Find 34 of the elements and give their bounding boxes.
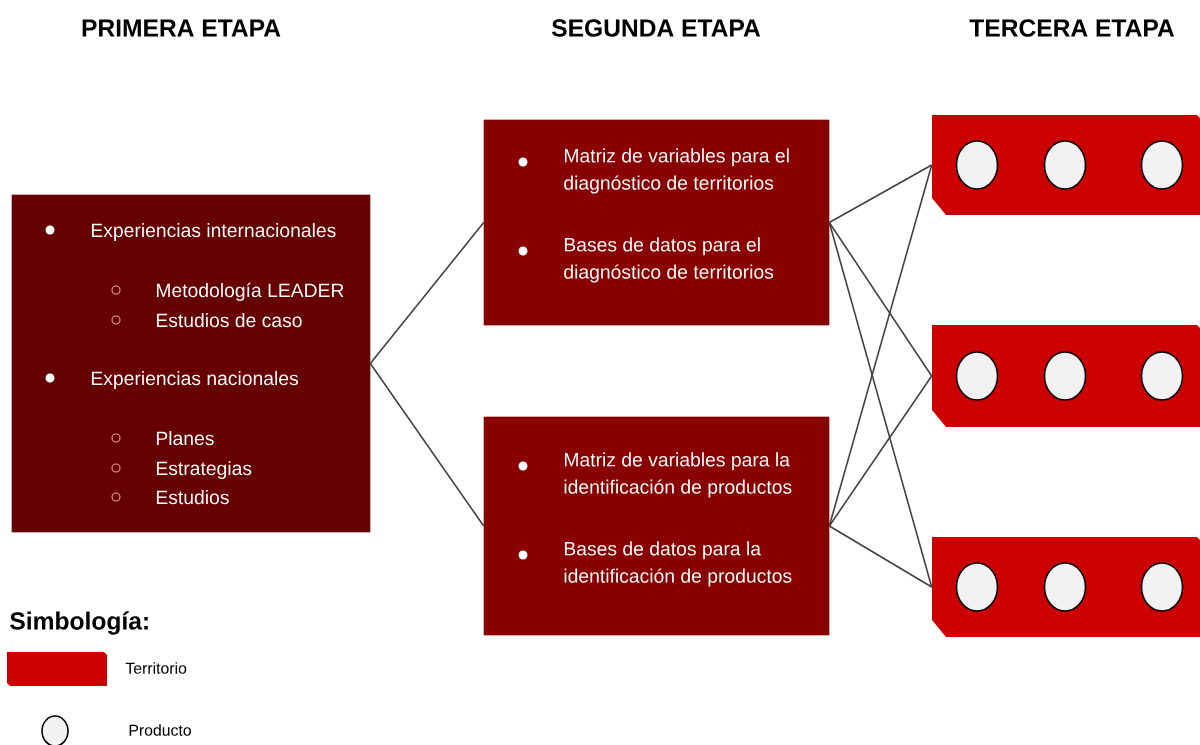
list-item: Bases de datos para la identificación de productos: [518, 541, 792, 587]
connector-line: [828, 221, 933, 588]
list-item: Estrategias: [111, 461, 252, 479]
product-circle: [955, 351, 999, 401]
connector-line: [828, 375, 933, 527]
product-circle: [955, 562, 999, 612]
stage-heading: SEGUNDA ETAPA: [551, 19, 761, 37]
product-circle: [955, 140, 999, 190]
product-circle: [1140, 351, 1184, 401]
list-item: Metodología LEADER: [111, 282, 344, 301]
stage-heading: TERCERA ETAPA: [969, 19, 1175, 37]
list-item: Estudios de caso: [111, 313, 302, 328]
connector-line: [369, 221, 485, 365]
list-item: Matriz de variables para el diagnóstico de territorios: [518, 148, 789, 194]
legend-heading: Simbología:: [10, 611, 148, 635]
product-circle: [1043, 562, 1087, 612]
legend-label: Territorio: [125, 662, 187, 674]
list-item: Experiencias internacionales: [45, 223, 336, 241]
connector-line: [828, 164, 933, 527]
product-circle: [1043, 351, 1087, 401]
legend-label: Producto: [129, 724, 191, 736]
list-item: Bases de datos para el diagnóstico de territorios: [518, 237, 774, 283]
list-item: Estudios: [111, 490, 229, 505]
connector-line: [828, 164, 933, 224]
connector-line: [369, 362, 485, 527]
list-item: Planes: [111, 431, 214, 446]
product-circle: [1140, 562, 1184, 612]
stage-heading: PRIMERA ETAPA: [82, 19, 281, 37]
list-item: Matriz de variables para la identificación de productos: [518, 452, 792, 498]
connector-line: [828, 221, 933, 377]
connector-line: [828, 525, 933, 588]
product-circle: [1043, 140, 1087, 190]
list-item: Experiencias nacionales: [45, 371, 298, 389]
product-circle: [1140, 140, 1184, 190]
